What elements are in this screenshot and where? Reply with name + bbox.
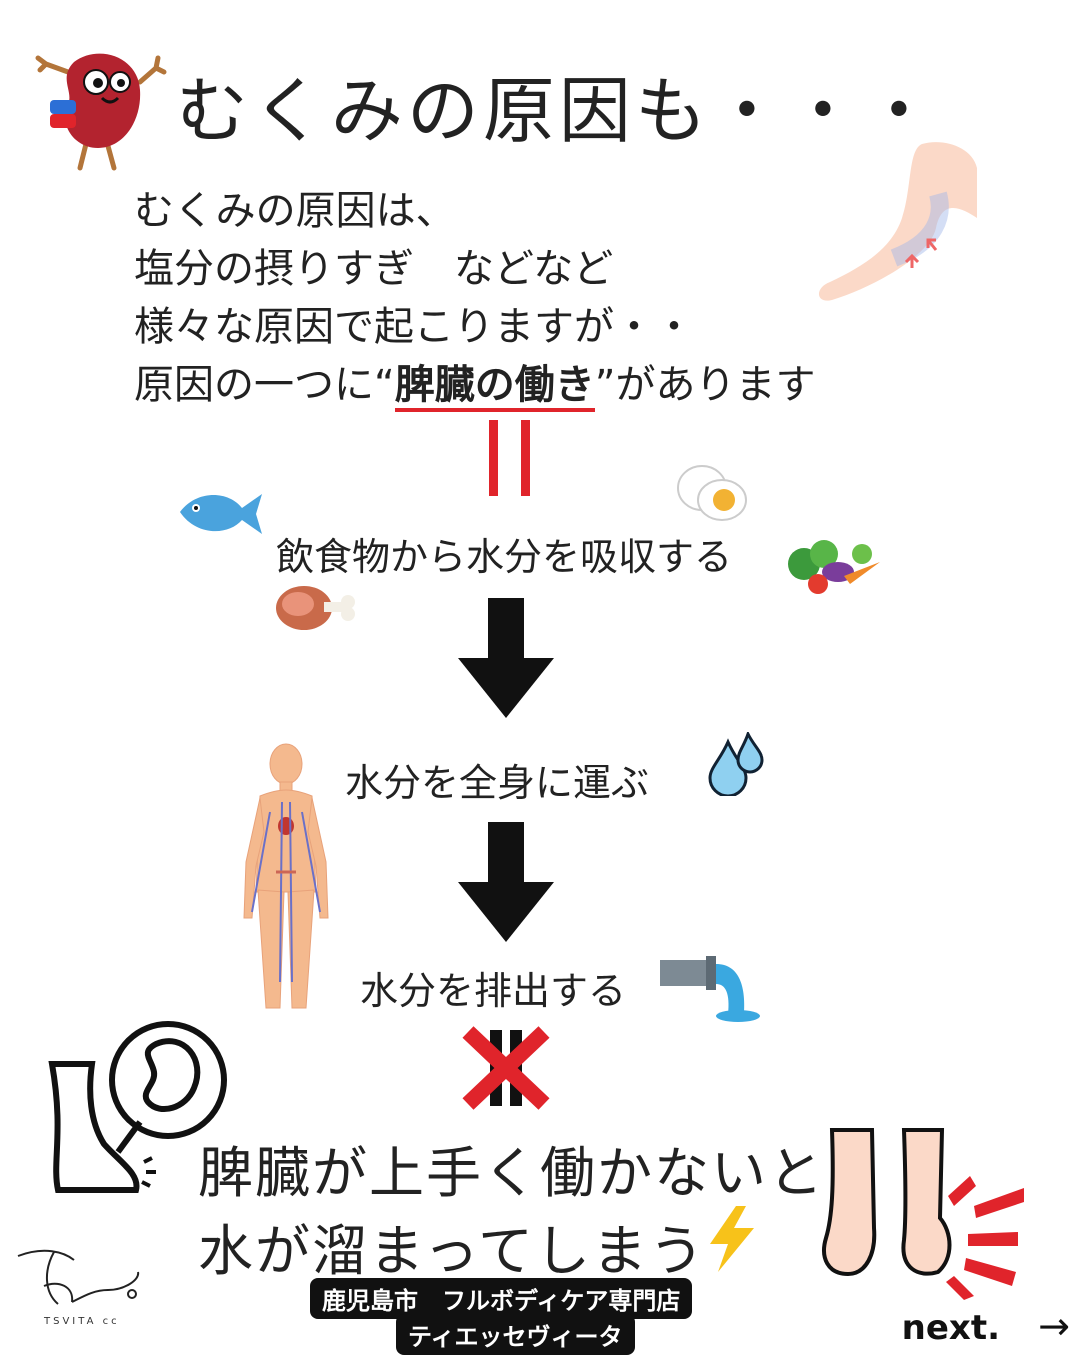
red-equals-mark bbox=[489, 420, 531, 496]
brand-logo-text: TSVITA cc bbox=[44, 1316, 120, 1327]
drain-pipe-icon bbox=[660, 956, 760, 1022]
pain-burst-icon bbox=[946, 1176, 1024, 1300]
intro-line-3: 様々な原因で起こりますが・・ bbox=[134, 304, 694, 350]
lightning-icon bbox=[710, 1206, 754, 1272]
store-label-line-1: 鹿児島市 フルボディケア専門店 bbox=[310, 1278, 693, 1319]
swollen-feet-icon bbox=[822, 1128, 952, 1277]
down-arrow-1 bbox=[458, 598, 554, 718]
spleen-mascot-icon bbox=[35, 53, 167, 171]
brand-logo-icon bbox=[17, 1249, 140, 1305]
boiled-egg-icon bbox=[677, 465, 747, 521]
vegetables-icon bbox=[788, 540, 880, 594]
meat-icon bbox=[276, 586, 355, 630]
human-circulation-icon bbox=[243, 743, 329, 1009]
intro-line-4-before: 原因の一つに“ bbox=[134, 362, 395, 408]
swollen-leg-kidney-icon bbox=[48, 1021, 227, 1193]
intro-line-4: 原因の一つに“脾臓の働き”があります bbox=[134, 356, 815, 414]
intro-line-4-after: ”があります bbox=[594, 362, 816, 408]
water-drops-icon bbox=[708, 732, 764, 796]
next-page-link[interactable]: next. bbox=[901, 1308, 1000, 1348]
step-absorb: 飲食物から水分を吸収する bbox=[276, 535, 733, 579]
fish-icon bbox=[180, 494, 262, 534]
page-title: むくみの原因も・・・ bbox=[176, 69, 939, 153]
next-arrow-icon[interactable]: → bbox=[1038, 1304, 1070, 1348]
down-arrow-2 bbox=[458, 822, 554, 942]
intro-line-1: むくみの原因は、 bbox=[134, 188, 456, 234]
store-label-line-2: ティエッセヴィータ bbox=[396, 1314, 635, 1355]
not-equal-cross-icon bbox=[462, 1026, 550, 1110]
intro-paragraph: むくみの原因は、 塩分の摂りすぎ などなど 様々な原因で起こりますが・・ 原因の… bbox=[134, 182, 815, 414]
spleen-function-highlight: 脾臓の働き bbox=[394, 362, 595, 412]
step-carry: 水分を全身に運ぶ bbox=[345, 761, 650, 805]
conclusion-line-1: 脾臓が上手く働かないと bbox=[198, 1141, 826, 1205]
leg-swelling-icon bbox=[818, 142, 977, 301]
conclusion-line-2: 水が溜まってしまう bbox=[198, 1219, 707, 1283]
intro-line-2: 塩分の摂りすぎ などなど bbox=[134, 246, 614, 292]
step-excrete: 水分を排出する bbox=[360, 969, 627, 1013]
